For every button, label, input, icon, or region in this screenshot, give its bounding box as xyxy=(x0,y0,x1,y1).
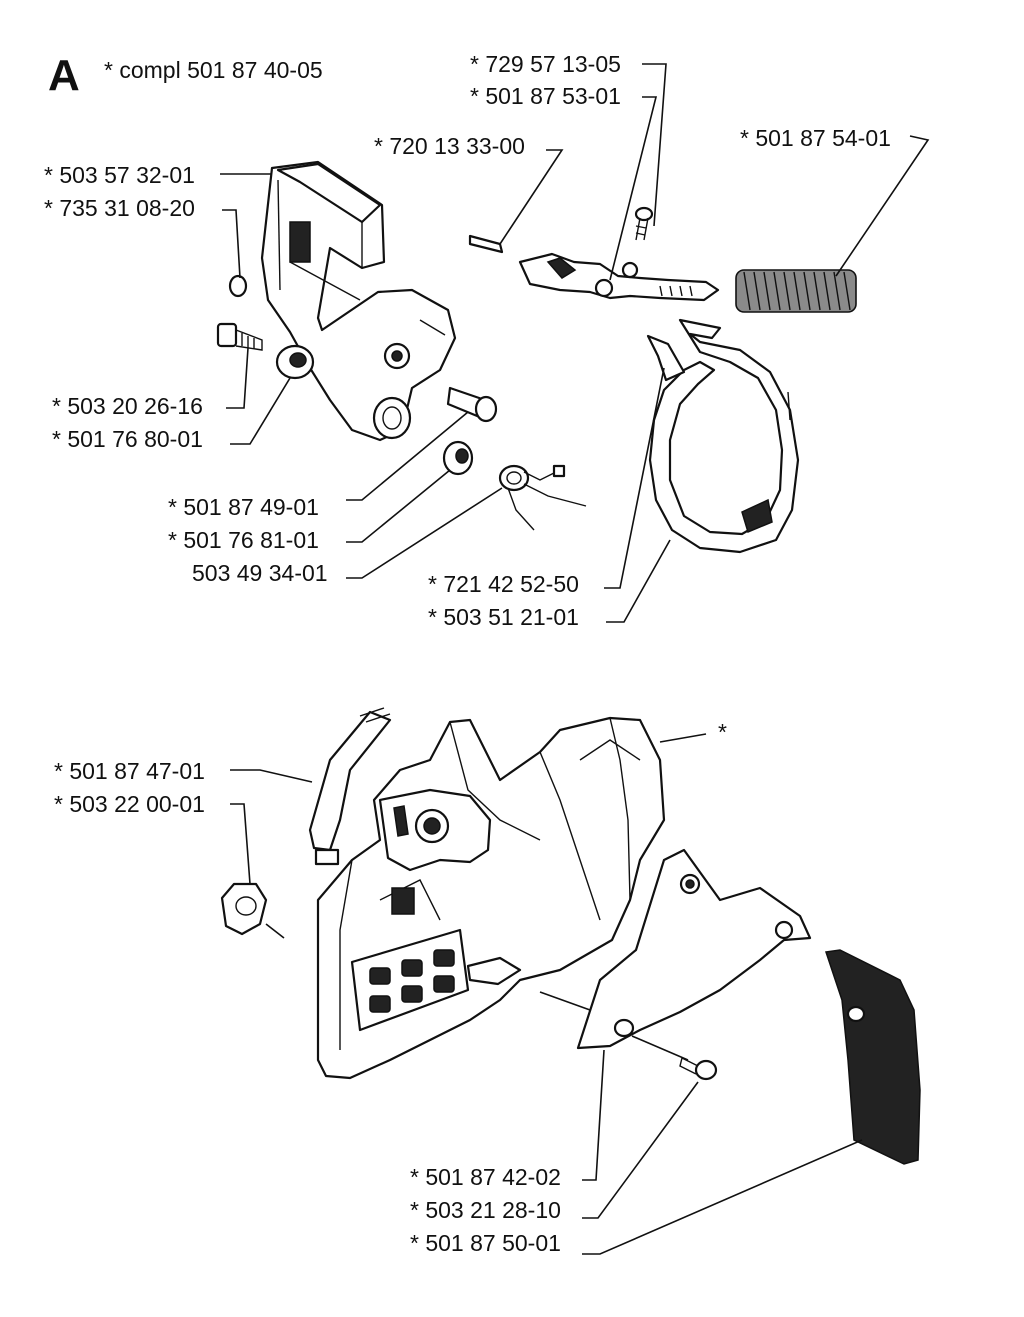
leader-729-57-13-05 xyxy=(642,63,667,227)
leader-503-21-28-10 xyxy=(582,1081,699,1219)
sleeve-illustration xyxy=(442,440,474,476)
label-501-87-54-01: * 501 87 54-01 xyxy=(740,125,891,151)
label-721-42-52-50: * 721 42 52-50 xyxy=(428,571,579,597)
coil-spring-illustration xyxy=(735,269,857,313)
compl-label: * compl 501 87 40-05 xyxy=(104,57,323,83)
leader-503-20-26-16 xyxy=(226,347,249,409)
label-503-57-32-01: * 503 57 32-01 xyxy=(44,162,195,188)
clip-ring-illustration xyxy=(228,274,248,298)
leader-501-87-47-01 xyxy=(230,769,313,783)
label-501-87-42-02: * 501 87 42-02 xyxy=(410,1164,561,1190)
leader-503-22-00-01 xyxy=(230,803,251,885)
side-guard-illustration xyxy=(825,949,921,1165)
label-503-20-26-16: * 503 20 26-16 xyxy=(52,393,203,419)
chain-catcher-illustration xyxy=(308,707,392,866)
leader-501-76-80-01 xyxy=(230,377,291,445)
label-503-21-28-10: * 503 21 28-10 xyxy=(410,1197,561,1223)
leader-501-87-42-02 xyxy=(582,1049,605,1181)
label-729-57-13-05: * 729 57 13-05 xyxy=(470,51,621,77)
leader-501-87-54-01 xyxy=(835,135,930,277)
leader-star xyxy=(659,733,707,743)
brake-bracket-illustration xyxy=(260,160,457,442)
bar-nut-illustration xyxy=(220,882,268,936)
leader-lines xyxy=(220,63,930,1255)
cover-screw-illustration xyxy=(679,1056,718,1081)
label-503-49-34-01: 503 49 34-01 xyxy=(192,560,328,586)
label-501-87-49-01: * 501 87 49-01 xyxy=(168,494,319,520)
cover-plate-illustration xyxy=(576,848,812,1050)
clutch-cover-illustration xyxy=(316,716,666,1080)
label-star: * xyxy=(718,719,727,745)
leader-501-87-50-01 xyxy=(582,1139,863,1255)
label-501-76-81-01: * 501 76 81-01 xyxy=(168,527,319,553)
leader-503-49-34-01 xyxy=(346,487,503,579)
screw-illustration xyxy=(216,322,263,351)
leader-735-31-08-20 xyxy=(222,209,241,279)
section-letter: A xyxy=(48,51,80,100)
label-501-87-50-01: * 501 87 50-01 xyxy=(410,1230,561,1256)
leader-503-51-21-01 xyxy=(606,539,671,623)
washer-illustration xyxy=(275,344,315,380)
label-503-22-00-01: * 503 22 00-01 xyxy=(54,791,205,817)
leader-screw-tail xyxy=(631,1035,689,1061)
pivot-pin-illustration xyxy=(446,386,498,423)
leader-501-87-53-01 xyxy=(609,96,658,281)
torsion-spring-illustration xyxy=(498,464,587,531)
leader-nut-tail xyxy=(265,923,285,939)
small-screw-illustration xyxy=(634,206,654,241)
leader-501-76-81-01 xyxy=(346,469,451,543)
leader-721-42-52-50 xyxy=(604,367,665,589)
leader-plate-tail xyxy=(539,991,591,1011)
leader-501-87-49-01 xyxy=(346,411,469,501)
leader-720-13-33-00 xyxy=(499,149,564,245)
label-501-76-80-01: * 501 76 80-01 xyxy=(52,426,203,452)
label-503-51-21-01: * 503 51 21-01 xyxy=(428,604,579,630)
brake-band-illustration xyxy=(646,318,800,554)
label-501-87-53-01: * 501 87 53-01 xyxy=(470,83,621,109)
label-735-31-08-20: * 735 31 08-20 xyxy=(44,195,195,221)
label-720-13-33-00: * 720 13 33-00 xyxy=(374,133,525,159)
label-501-87-47-01: * 501 87 47-01 xyxy=(54,758,205,784)
brake-lever-illustration xyxy=(468,234,720,302)
